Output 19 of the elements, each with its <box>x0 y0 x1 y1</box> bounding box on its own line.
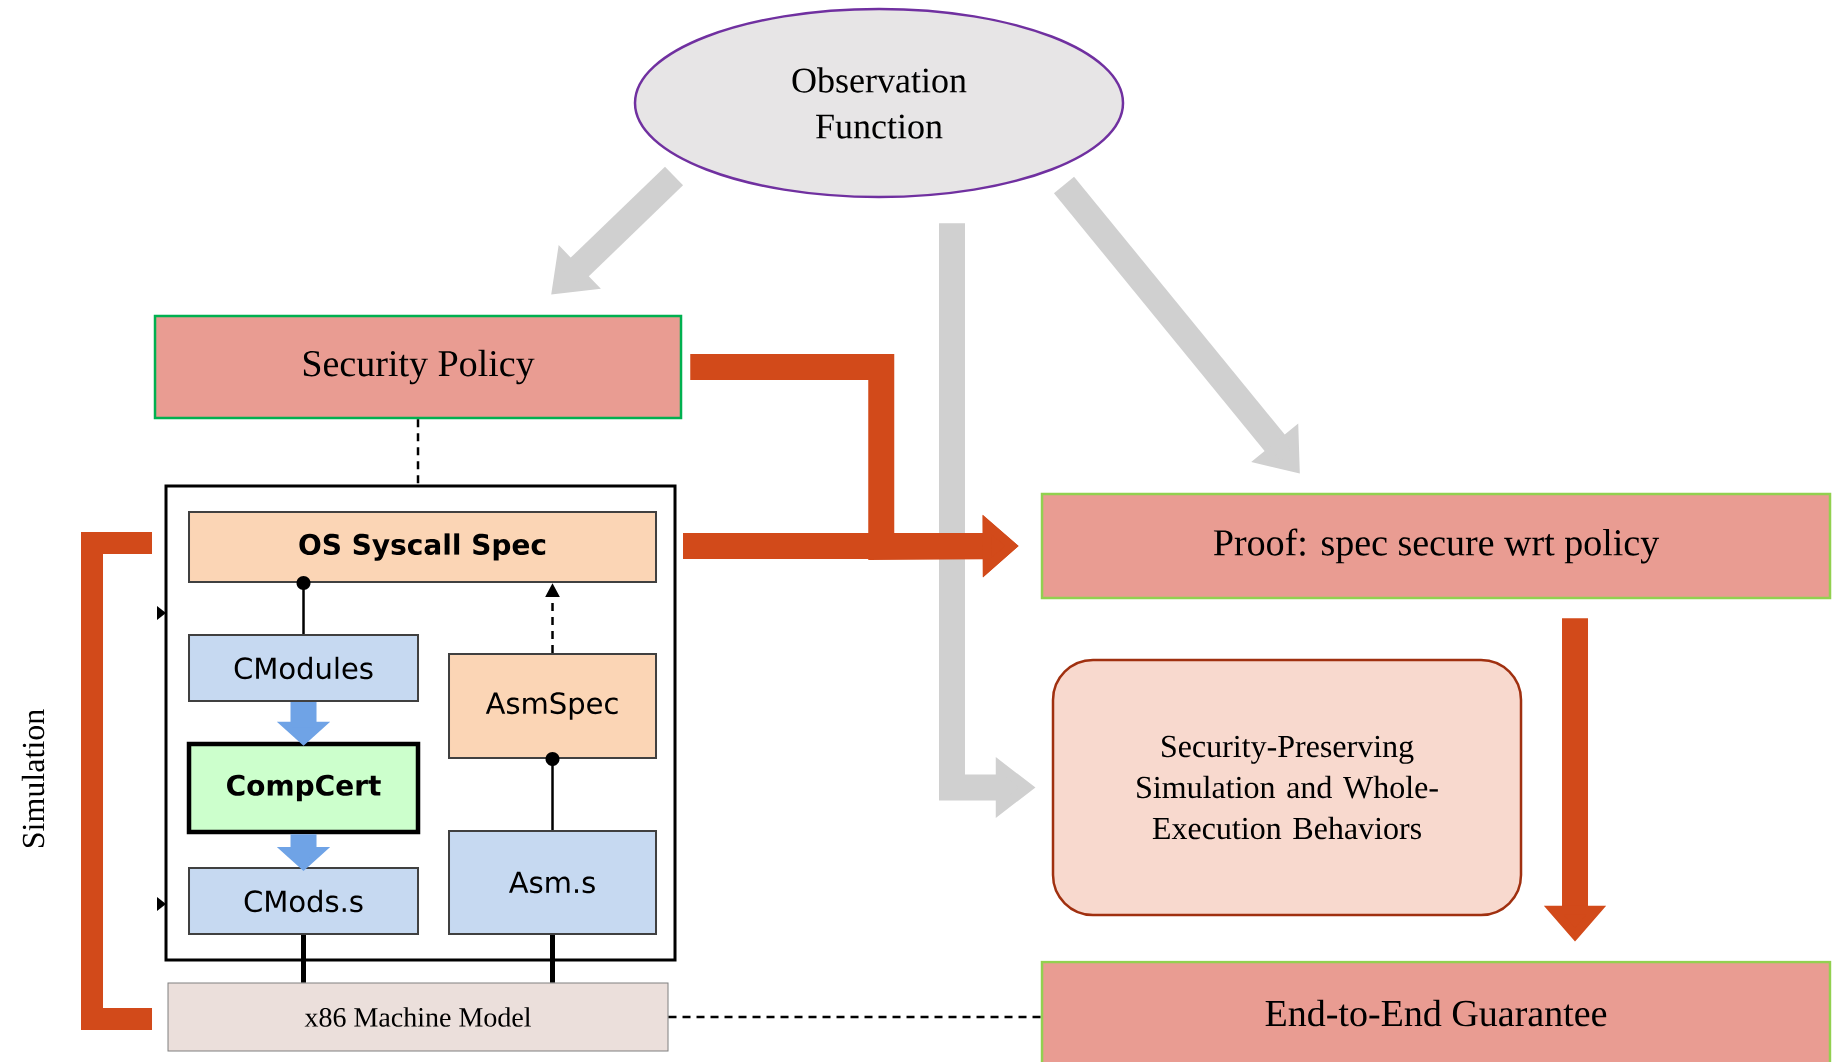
compiler-box: CompCert <box>186 741 421 835</box>
connector-line <box>545 752 560 830</box>
module-box: Asm.s <box>448 830 657 935</box>
connector-line <box>296 576 311 634</box>
spec-box: AsmSpec <box>448 653 657 759</box>
module-box: CModules <box>188 634 419 702</box>
connector-line <box>301 935 306 983</box>
proof-box: Proof: spec secure wrt policy <box>1040 492 1832 600</box>
oval-node: Observation Function <box>633 7 1125 199</box>
machine-model-box: x86 Machine Model <box>167 982 669 1052</box>
dashed-line <box>668 1015 1041 1019</box>
guarantee-box: End-to-End Guarantee <box>1040 960 1832 1062</box>
dashed-line <box>416 419 420 485</box>
spec-box: OS Syscall Spec <box>188 511 657 583</box>
module-box: CMods.s <box>188 867 419 935</box>
rounded-box: Security-Preserving Simulation and Whole-Execution Behaviors <box>1051 658 1523 917</box>
connector-line <box>550 935 555 983</box>
side-label: Simulation <box>21 709 45 848</box>
policy-box: Security Policy <box>153 314 683 420</box>
